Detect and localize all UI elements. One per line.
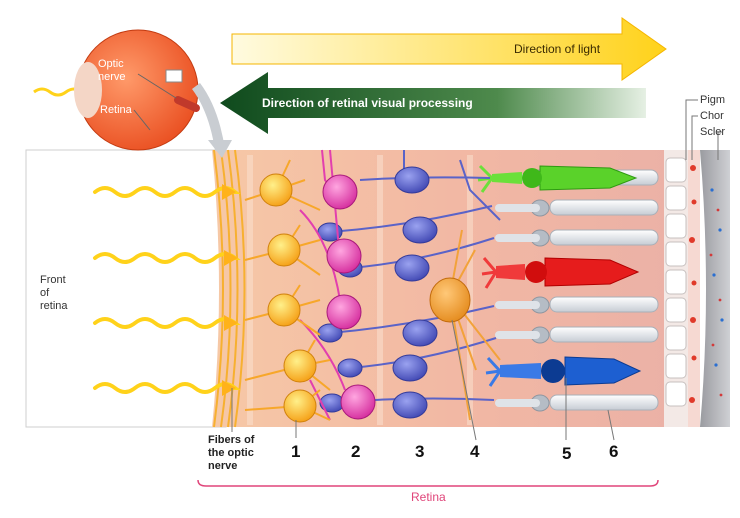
ganglion-cell-bodies — [259, 173, 317, 423]
red-cone — [481, 257, 640, 289]
blue-cone — [485, 356, 642, 387]
tissue-striations — [247, 155, 473, 425]
choroid-label: Chor — [700, 110, 724, 122]
choroid-layer — [688, 150, 700, 427]
direction-of-light-label: Direction of light — [514, 42, 601, 56]
label-4: 4 — [470, 442, 480, 461]
label-1: 1 — [291, 442, 301, 461]
pigment-epithelium — [664, 150, 688, 427]
label-2: 2 — [351, 442, 361, 461]
fibers-optic-nerve-label: Fibers of the optic nerve — [208, 434, 255, 472]
light-wave-arrowheads — [222, 184, 238, 396]
amacrine-cell — [429, 229, 501, 421]
eye-inset — [33, 29, 232, 158]
layer-leader-lines — [231, 99, 722, 441]
green-cone — [477, 164, 638, 193]
blue-cell-bodies — [317, 166, 438, 419]
light-wave-arrows — [93, 186, 241, 394]
sclera-layer — [700, 150, 730, 427]
retina-bracket-label: Retina — [411, 490, 446, 504]
direction-of-processing-label: Direction of retinal visual processing — [262, 96, 473, 110]
label-3: 3 — [415, 442, 425, 461]
eye-optic-nerve-label: Optic nerve — [98, 58, 126, 83]
rod-cells — [495, 169, 659, 412]
pigment-label: Pigm — [700, 94, 726, 106]
eye-retina-label: Retina — [100, 104, 132, 116]
direction-of-light-arrow — [231, 17, 667, 81]
sclera-label: Scler — [700, 126, 726, 138]
label-5: 5 — [562, 444, 572, 463]
direction-of-processing-arrow — [220, 72, 646, 134]
front-of-retina-label: Front of retina — [40, 274, 68, 312]
label-6: 6 — [609, 442, 619, 461]
retina-bracket — [197, 479, 659, 487]
bipolar-cell-bodies — [322, 174, 376, 420]
